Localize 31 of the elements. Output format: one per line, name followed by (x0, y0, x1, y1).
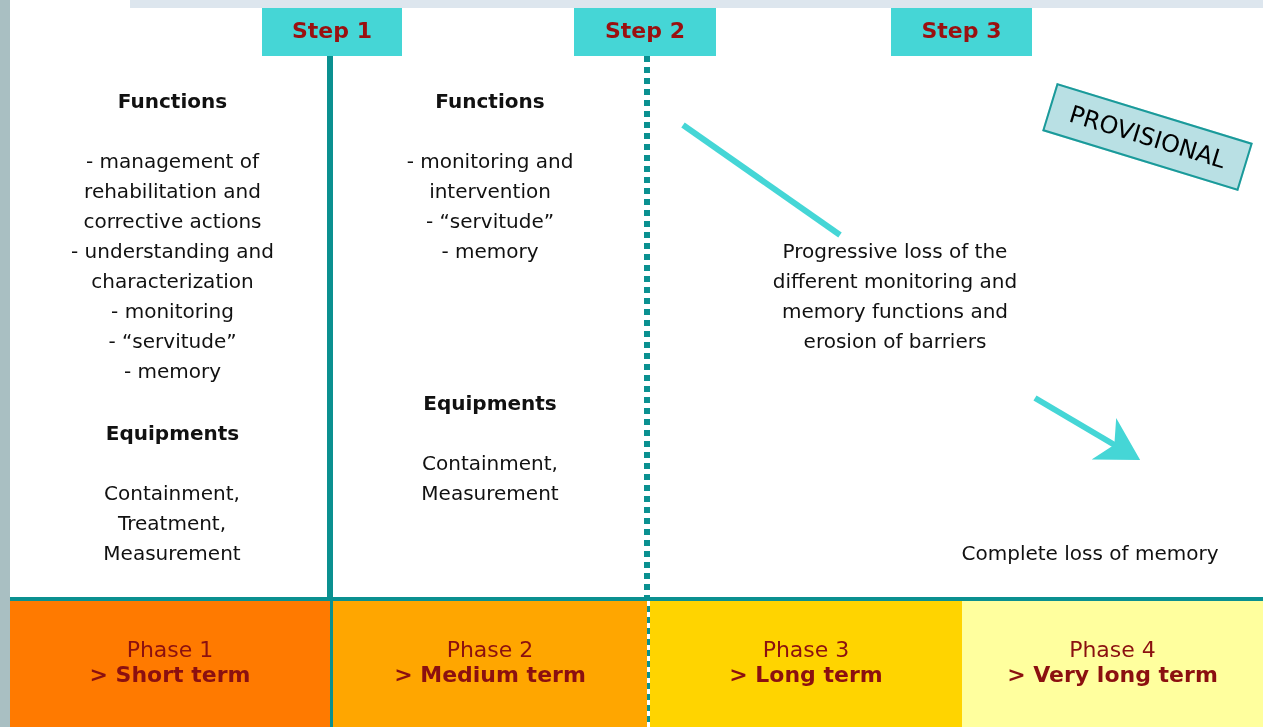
step-tab: Step 2 (574, 8, 716, 56)
function-item: - memory (440, 238, 540, 265)
phase-band (333, 601, 647, 727)
function-item: - monitoring (110, 298, 235, 325)
step-tab: Step 3 (891, 8, 1032, 56)
note-text: Complete loss of memory (960, 540, 1220, 567)
heading: Functions (434, 88, 546, 115)
function-item: - memory (122, 358, 223, 385)
phase-term: > Very long term (1006, 662, 1219, 687)
function-item: - monitoring and intervention (405, 148, 575, 205)
phase-term: > Short term (88, 662, 252, 687)
phase-band (10, 601, 330, 727)
equipment-text: Containment, Treatment, Measurement (102, 480, 242, 567)
phase-name: Phase 4 (1068, 637, 1157, 662)
equipment-text: Containment, Measurement (420, 450, 560, 507)
heading: Functions (116, 88, 229, 115)
phase-name: Phase 1 (125, 637, 215, 662)
function-item: - understanding and characterization (70, 238, 275, 295)
heading: Equipments (104, 420, 241, 447)
function-item: - “servitude” (107, 328, 238, 355)
phase-name: Phase 3 (761, 637, 851, 662)
function-item: - management of rehabilitation and corrective actions (82, 148, 263, 235)
note-text: Progressive loss of the different monitoring and memory functions and erosion of barriers (771, 238, 1019, 355)
phase-term: > Long term (728, 662, 884, 687)
heading: Equipments (422, 390, 558, 417)
phase-band (962, 601, 1263, 727)
phase-name: Phase 2 (445, 637, 535, 662)
phase-term: > Medium term (393, 662, 587, 687)
phase-band (650, 601, 962, 727)
step-tab: Step 1 (262, 8, 402, 56)
function-item: - “servitude” (424, 208, 556, 235)
